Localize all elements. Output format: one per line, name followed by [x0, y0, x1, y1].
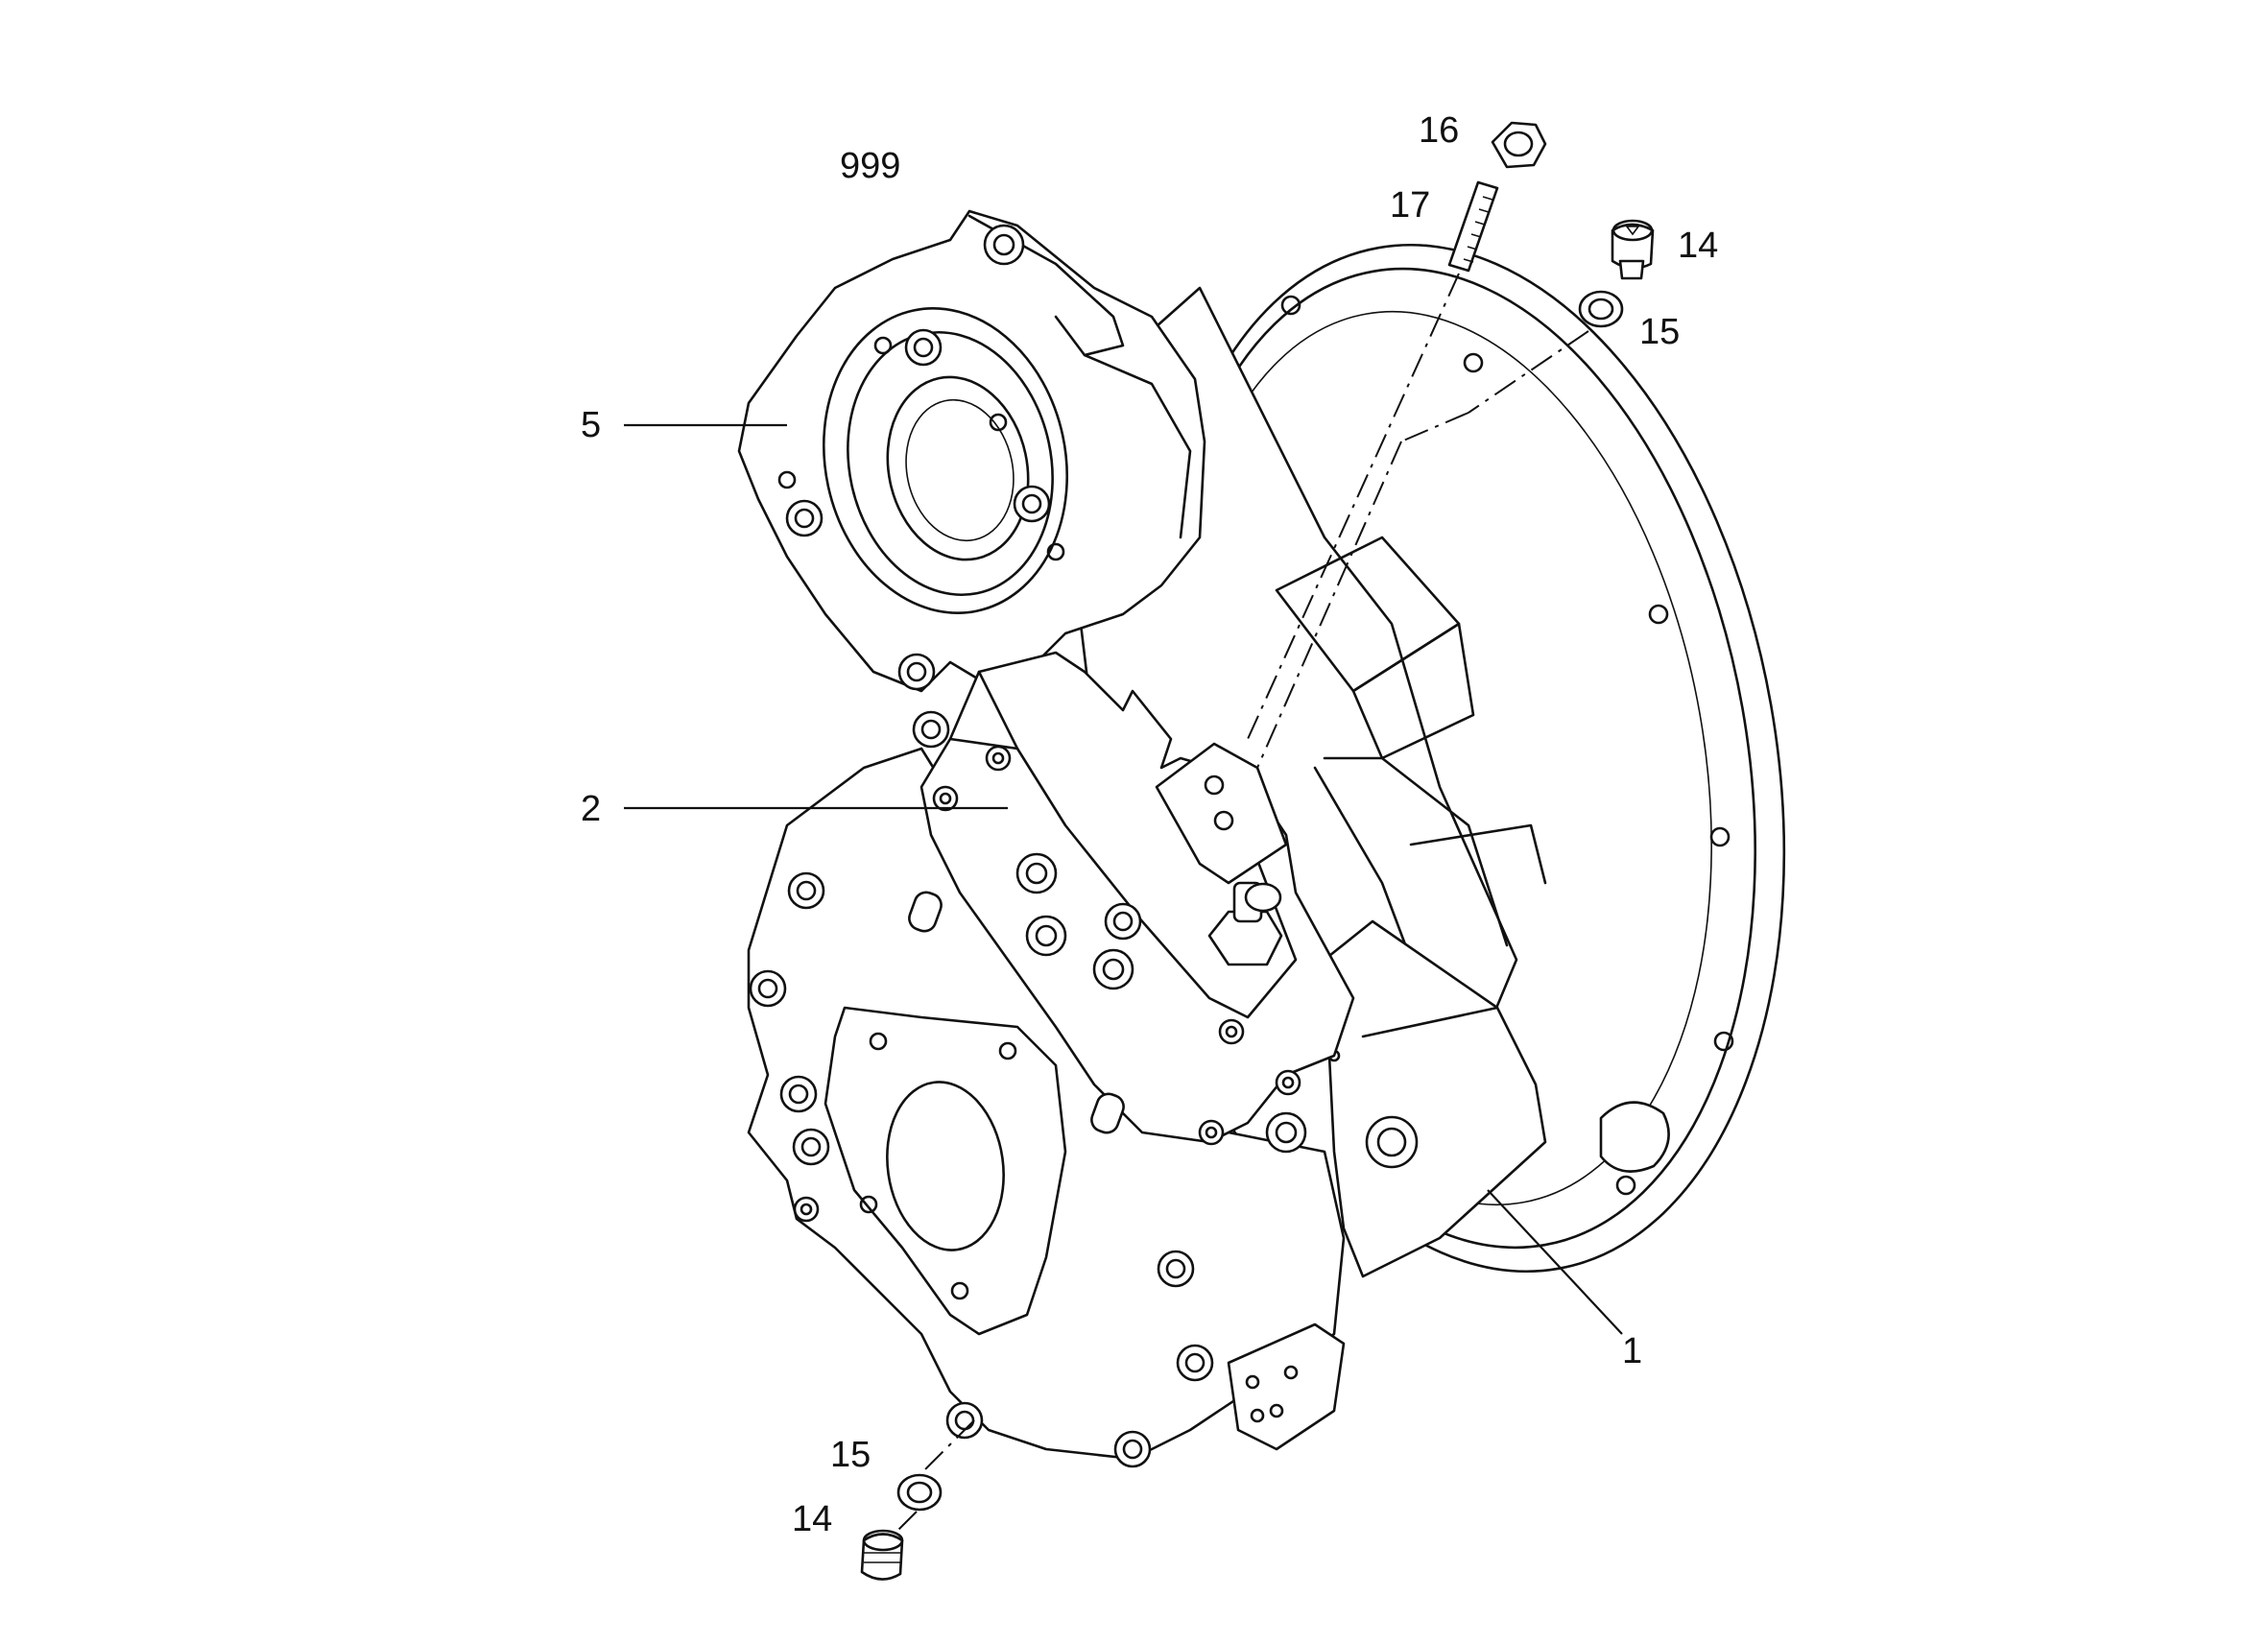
lower-port-block — [1227, 1322, 1346, 1451]
housing-rib-d — [1409, 823, 1547, 885]
valve-block-body — [919, 651, 1355, 1144]
cover-top-ridge — [967, 214, 1125, 357]
valve-block-edge — [948, 737, 1019, 751]
cover-bolts — [777, 224, 1065, 691]
callout-2: 2 — [581, 789, 601, 829]
callout-15-bottom: 15 — [830, 1435, 871, 1475]
part-15-seal-bottom — [896, 1473, 943, 1512]
callout-15-top: 15 — [1639, 312, 1680, 352]
flange-bolt-holes — [1280, 295, 1734, 1196]
figure-number: 999 — [840, 146, 900, 186]
housing-rib-b — [1351, 622, 1475, 760]
cover-bore-inner — [886, 375, 1030, 561]
callout-16: 16 — [1419, 110, 1459, 151]
housing-rib-c — [1323, 756, 1509, 947]
outlet-flange — [824, 1006, 1067, 1336]
housing-rear-edge — [1361, 1006, 1499, 1038]
part-16-nut — [1491, 121, 1547, 169]
callout-14-bottom: 14 — [792, 1499, 832, 1539]
valve-block-top-face — [977, 670, 1298, 1019]
part-15-seal-top — [1578, 290, 1624, 328]
part-14-plug-bottom — [860, 1529, 904, 1581]
assembly-lines — [896, 273, 1589, 1532]
valve-block-ports — [932, 745, 1307, 1154]
part-2-valve-block — [747, 651, 1355, 1468]
lower-body-bolts — [749, 710, 1214, 1468]
cover-side-ridge — [1083, 353, 1192, 539]
cover-bore-outer — [822, 307, 1069, 614]
pressure-fitting-nut — [1207, 910, 1283, 966]
part-17-stud — [1447, 180, 1499, 273]
callout-5: 5 — [581, 405, 601, 445]
outlet-bore — [886, 1081, 1005, 1251]
callout-17: 17 — [1390, 185, 1430, 226]
flange-boss — [1599, 1101, 1670, 1173]
callout-1: 1 — [1622, 1331, 1642, 1371]
part-14-plug-top — [1611, 219, 1655, 280]
housing-rear-bolt — [1365, 1115, 1419, 1169]
leader-lines — [624, 423, 1623, 1335]
part-5-upper-flange-cover — [737, 209, 1206, 693]
callout-14-top: 14 — [1678, 226, 1718, 266]
